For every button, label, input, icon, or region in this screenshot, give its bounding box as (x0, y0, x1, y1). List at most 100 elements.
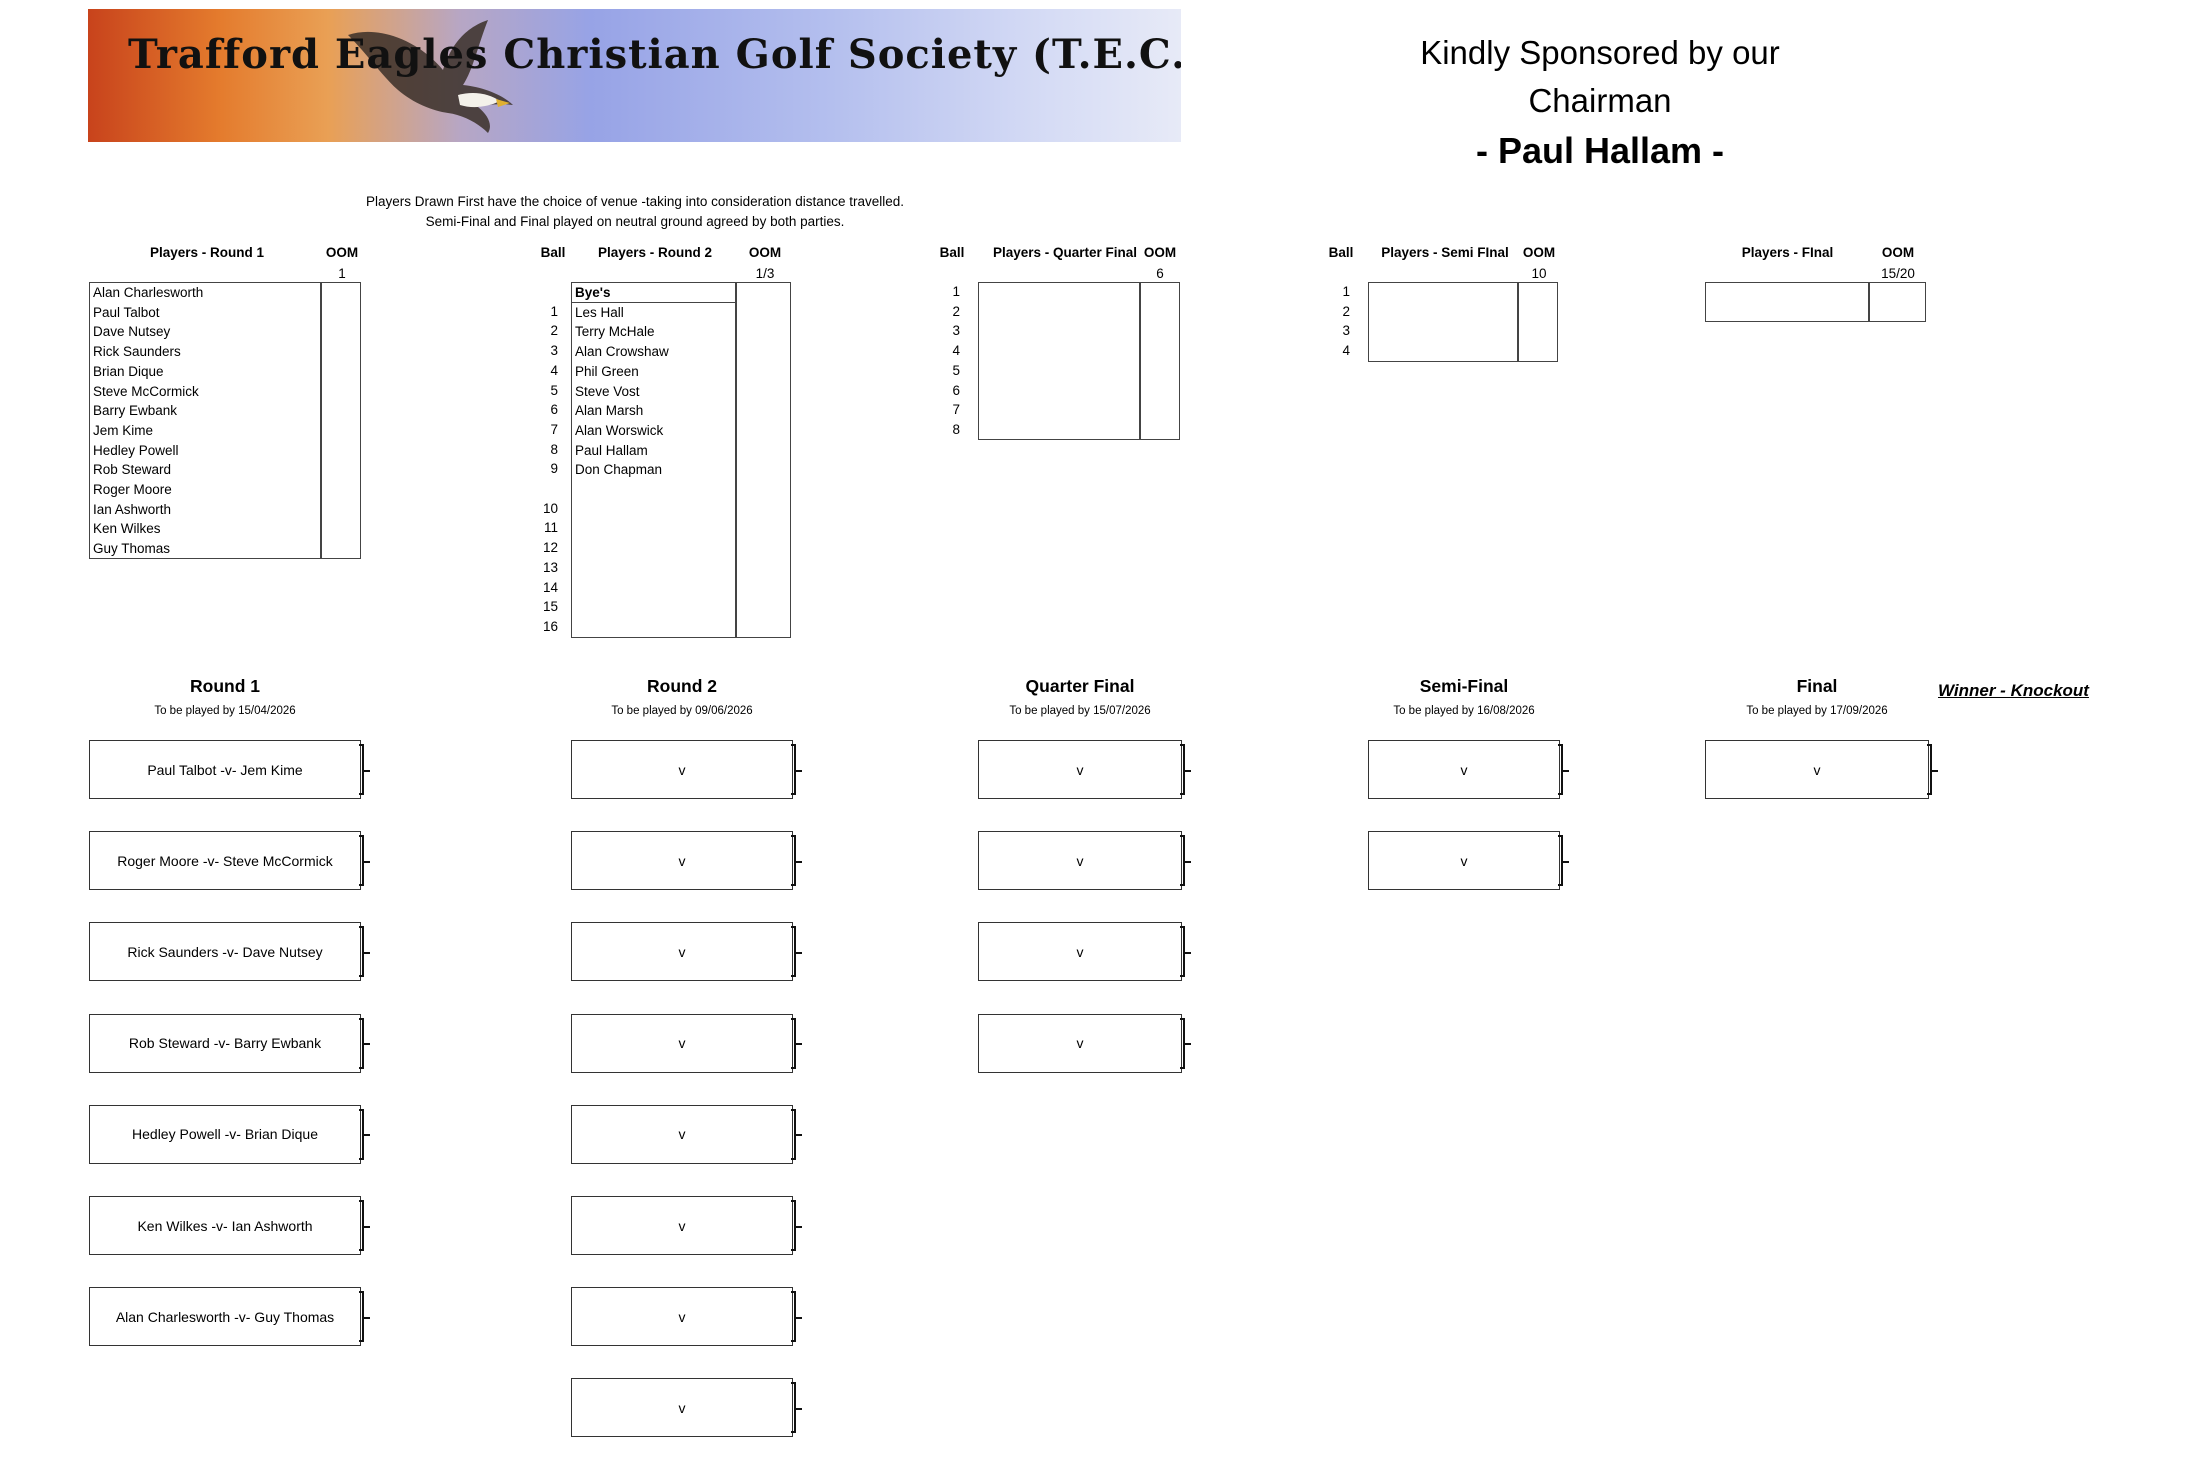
round2-ball-header: Ball (540, 245, 566, 260)
round1-match: Roger Moore -v- Steve McCormick (89, 831, 361, 891)
ball-number: 1 (550, 303, 558, 319)
bracket-connector (1180, 835, 1191, 887)
sponsor-line-1: Kindly Sponsored by our (1420, 34, 1780, 71)
round2-player: Alan Crowshaw (575, 344, 669, 360)
sf-ball-header: Ball (1328, 245, 1354, 260)
round1-player: Roger Moore (93, 482, 172, 497)
final-oom-column (1868, 282, 1926, 322)
round2-player: Alan Marsh (575, 403, 644, 419)
round2-match: v (571, 740, 793, 799)
connector-tick (796, 1134, 802, 1137)
round2-player: Terry McHale (575, 324, 655, 340)
round2-oom-value: 1/3 (755, 266, 775, 281)
ball-number: 3 (952, 323, 960, 339)
round2-player: Paul Hallam (575, 442, 648, 458)
connector-tick (364, 860, 370, 863)
connector-tick (1185, 860, 1191, 863)
connector-tick (796, 769, 802, 772)
qf-oom-header: OOM (1143, 245, 1177, 260)
round2-match: v (571, 1287, 793, 1347)
connector-tick (364, 1043, 370, 1046)
qf-oom-column (1139, 282, 1180, 440)
bracket-connector (359, 744, 370, 795)
connector-tick (796, 1043, 802, 1046)
round1-player: Guy Thomas (93, 541, 171, 557)
sf-oom-column (1517, 282, 1558, 362)
ball-number: 5 (952, 362, 960, 378)
note-line-1: Players Drawn First have the choice of v… (365, 194, 905, 209)
connector-tick (796, 1407, 802, 1410)
ball-number: 9 (550, 461, 558, 477)
bracket-round1-title: Round 1 (190, 676, 260, 696)
round2-player: Steve Vost (575, 383, 640, 399)
round2-match: v (571, 831, 793, 891)
ball-number: 2 (550, 323, 558, 339)
note-line-2: Semi-Final and Final played on neutral g… (425, 214, 845, 229)
bracket-connector (359, 926, 370, 978)
eagle-icon (348, 20, 513, 133)
connector-tick (1185, 951, 1191, 954)
byes-label: Bye's (575, 285, 611, 300)
ball-number: 8 (952, 421, 960, 437)
round2-player: Don Chapman (575, 462, 663, 478)
final-oom-value: 15/20 (1881, 266, 1915, 281)
ball-number: 10 (542, 500, 558, 516)
connector-tick (796, 1225, 802, 1228)
ball-number: 14 (542, 579, 558, 595)
society-banner: Trafford Eagles Christian Golf Society (… (88, 9, 1181, 142)
final-players-list (1705, 282, 1870, 322)
round2-match: v (571, 922, 793, 982)
bracket-connector (791, 1108, 802, 1160)
sponsor-name: - Paul Hallam - (1475, 130, 1725, 171)
qf-players-header: Players - Quarter Final (992, 245, 1138, 260)
qf-match: v (978, 1013, 1182, 1073)
bracket-connector (791, 1382, 802, 1434)
ball-number: 16 (542, 618, 558, 634)
bracket-connector (1180, 744, 1191, 795)
final-match: v (1705, 740, 1929, 799)
round1-player: Barry Ewbank (93, 403, 178, 419)
bracket-connector (359, 1017, 370, 1069)
round2-match: v (571, 1013, 793, 1073)
connector-tick (796, 951, 802, 954)
round2-players-header: Players - Round 2 (597, 245, 713, 260)
ball-number: 5 (550, 382, 558, 398)
round1-player: Hedley Powell (93, 442, 179, 458)
ball-number: 2 (952, 303, 960, 319)
bracket-final-deadline: To be played by 17/09/2026 (1746, 705, 1888, 717)
bracket-connector (791, 1291, 802, 1343)
ball-number: 3 (1342, 323, 1350, 339)
bracket-connector (1558, 744, 1569, 795)
winner-knockout-label: Winner - Knockout (1938, 681, 2089, 700)
round1-match: Rick Saunders -v- Dave Nutsey (89, 922, 361, 982)
sf-players-list (1368, 282, 1519, 362)
round1-match: Hedley Powell -v- Brian Dique (89, 1104, 361, 1164)
ball-number: 6 (550, 402, 558, 418)
connector-tick (796, 1316, 802, 1319)
banner-title: Trafford Eagles Christian Golf Society (… (128, 31, 1181, 78)
ball-number: 7 (550, 421, 558, 437)
round1-players-header: Players - Round 1 (149, 245, 265, 260)
round1-player: Rick Saunders (93, 344, 181, 360)
connector-tick (364, 1134, 370, 1137)
round1-player: Dave Nutsey (93, 324, 171, 340)
bracket-connector (1558, 835, 1569, 887)
ball-number: 13 (542, 559, 558, 575)
sf-match: v (1368, 831, 1560, 891)
sf-oom-header: OOM (1522, 245, 1556, 260)
round2-oom-header: OOM (748, 245, 782, 260)
round2-oom-column (735, 282, 791, 638)
bracket-round2-title: Round 2 (647, 676, 717, 696)
round2-match: v (571, 1196, 793, 1255)
round2-player: Phil Green (575, 363, 639, 379)
connector-tick (364, 769, 370, 772)
connector-tick (364, 1316, 370, 1319)
qf-match: v (978, 831, 1182, 891)
qf-match: v (978, 740, 1182, 799)
qf-match: v (978, 922, 1182, 982)
